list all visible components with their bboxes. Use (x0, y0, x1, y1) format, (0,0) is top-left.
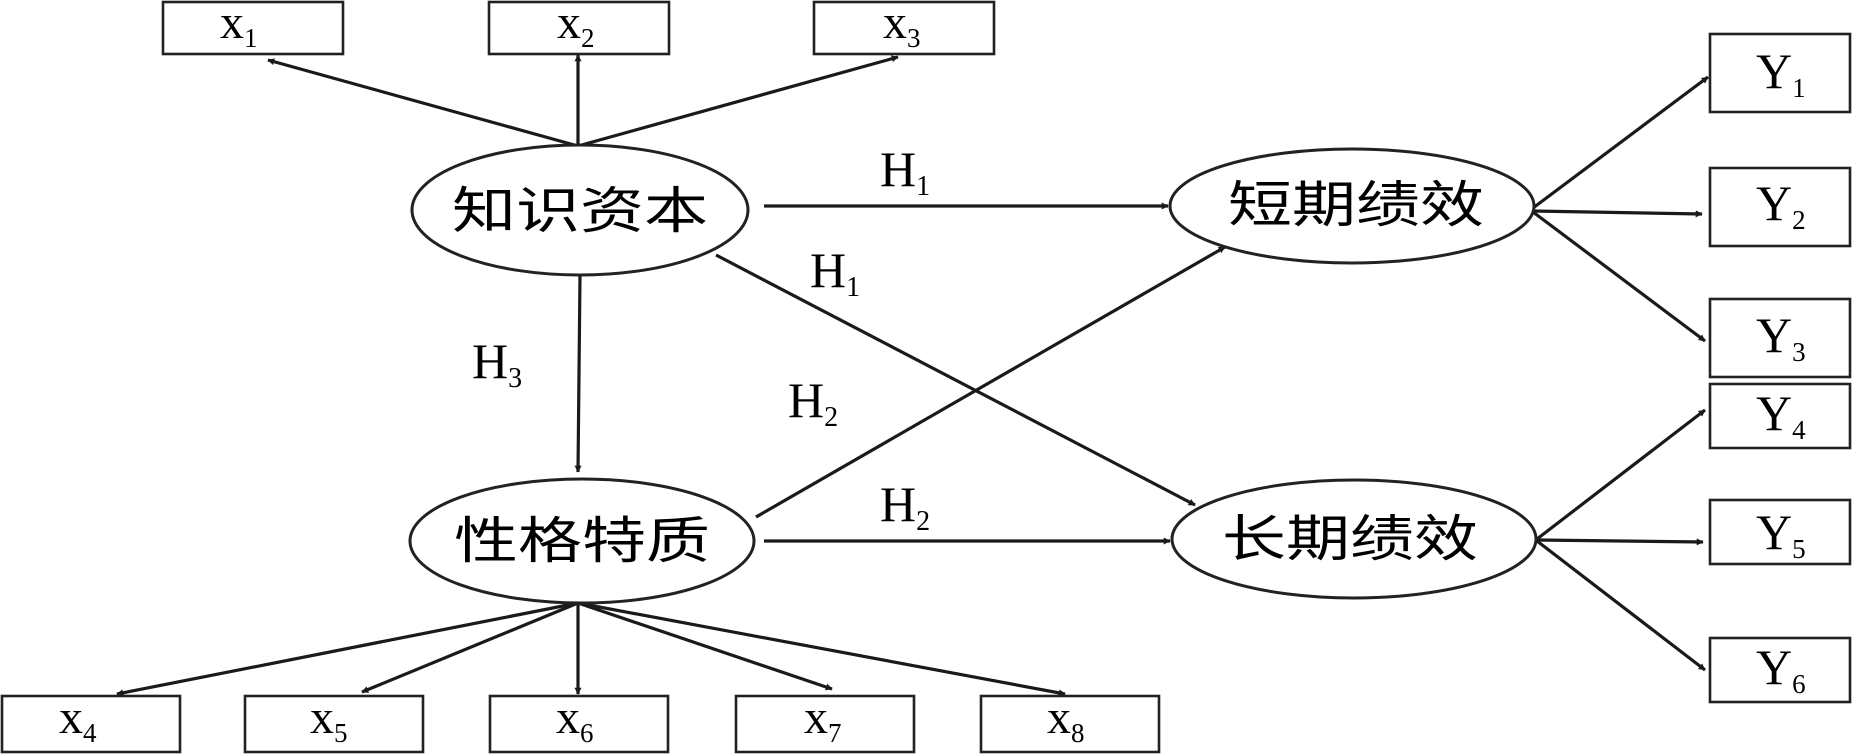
svg-text:x3: x3 (883, 0, 921, 53)
indicator-box-x4: x4 (0, 691, 182, 754)
indicator-box-x8: x8 (979, 691, 1161, 754)
construct-knowledge-capital: 知识资本 (410, 143, 750, 277)
indicator-box-x2: x2 (487, 0, 671, 56)
hypothesis-label-pt-long: H2 (880, 476, 930, 537)
arrow-pt-x8 (577, 601, 1066, 697)
svg-text:H2: H2 (880, 476, 930, 537)
arrow-short-y1 (1532, 75, 1709, 210)
svg-text:H3: H3 (472, 333, 522, 394)
construct-personality-traits: 性格特质 (408, 477, 756, 605)
hypothesis-label-kc-long: H1 (810, 242, 860, 303)
construct-short-term-performance-label: 短期绩效 (1228, 176, 1484, 234)
arrow-long-y4 (1536, 408, 1706, 541)
indicator-box-y3: Y3 (1708, 297, 1852, 379)
arrow-kc-pt (574, 274, 582, 473)
hypothesis-label-kc-short: H1 (880, 141, 930, 202)
arrow-kc-x3 (577, 55, 899, 148)
indicator-box-y2: Y2 (1708, 166, 1852, 248)
indicator-box-x3: x3 (812, 0, 996, 56)
arrow-pt-short (755, 245, 1226, 519)
indicator-box-x6: x6 (488, 691, 670, 754)
construct-long-term-performance-label: 长期绩效 (1222, 510, 1478, 568)
indicator-box-y5: Y5 (1708, 498, 1852, 566)
svg-text:H2: H2 (788, 372, 838, 433)
indicator-box-y6: Y6 (1708, 636, 1852, 704)
svg-text:Y6: Y6 (1756, 639, 1806, 699)
svg-text:x7: x7 (804, 691, 842, 748)
svg-text:Y5: Y5 (1756, 504, 1806, 564)
arrow-long-y5 (1536, 538, 1704, 546)
arrow-kc-long (715, 253, 1196, 507)
svg-text:Y2: Y2 (1756, 175, 1806, 235)
svg-text:Y4: Y4 (1756, 385, 1806, 445)
svg-text:H1: H1 (880, 141, 930, 202)
svg-text:Y3: Y3 (1756, 307, 1806, 367)
hypothesis-label-pt-short: H2 (788, 372, 838, 433)
indicator-box-y4: Y4 (1708, 382, 1852, 450)
arrow-kc-x1 (267, 58, 579, 148)
indicator-box-x1: x1 (161, 0, 345, 56)
svg-text:Y1: Y1 (1756, 43, 1806, 103)
arrow-pt-x5 (361, 601, 579, 694)
svg-text:H1: H1 (810, 242, 860, 303)
svg-text:x5: x5 (310, 691, 348, 748)
hypothesis-label-kc-pt: H3 (472, 333, 522, 394)
construct-short-term-performance: 短期绩效 (1168, 147, 1536, 265)
indicator-box-x7: x7 (734, 691, 916, 754)
svg-text:x6: x6 (556, 691, 594, 748)
arrow-short-y2 (1532, 209, 1703, 218)
svg-text:x4: x4 (59, 691, 97, 748)
svg-text:x1: x1 (220, 0, 258, 53)
arrow-long-y6 (1536, 539, 1706, 672)
construct-long-term-performance: 长期绩效 (1170, 478, 1538, 600)
arrow-short-y3 (1532, 210, 1706, 343)
indicator-box-x5: x5 (243, 691, 425, 754)
arrow-pt-x4 (116, 601, 579, 697)
construct-personality-traits-label: 性格特质 (454, 512, 710, 570)
arrow-pt-x7 (577, 601, 833, 691)
svg-text:x2: x2 (557, 0, 595, 53)
indicator-box-y1: Y1 (1708, 32, 1852, 114)
construct-knowledge-capital-label: 知识资本 (452, 182, 708, 240)
svg-text:x8: x8 (1047, 691, 1085, 748)
